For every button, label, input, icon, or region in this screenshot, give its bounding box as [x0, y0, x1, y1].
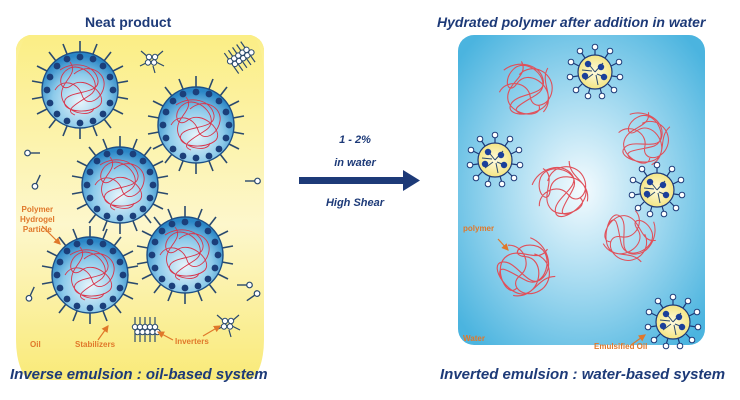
label-line: Hydrogel: [20, 215, 55, 224]
high-shear-text: High Shear: [325, 197, 385, 209]
polymer-hydrogel-particle-label: Polymer Hydrogel Particle: [20, 205, 55, 235]
polymer-label: polymer: [463, 224, 495, 233]
oil-label: Oil: [30, 340, 41, 349]
inverted-emulsion-caption: Inverted emulsion : water-based system: [440, 366, 726, 383]
right-arrow-icon: [299, 170, 420, 191]
water-label: Water: [463, 334, 485, 343]
label-line: Particle: [22, 225, 52, 234]
label-line: Polymer: [21, 205, 54, 214]
inverters-label: Inverters: [175, 337, 209, 346]
concentration-text: 1 - 2%: [339, 134, 371, 146]
inverse-emulsion-caption: Inverse emulsion : oil-based system: [10, 366, 268, 383]
hydrated-polymer-title: Hydrated polymer after addition in water: [437, 14, 706, 30]
in-water-text: in water: [334, 157, 376, 169]
neat-product-title: Neat product: [85, 14, 172, 30]
stabilizers-label: Stabilizers: [75, 340, 116, 349]
emulsified-oil-label: Emulsified Oil: [594, 342, 648, 351]
